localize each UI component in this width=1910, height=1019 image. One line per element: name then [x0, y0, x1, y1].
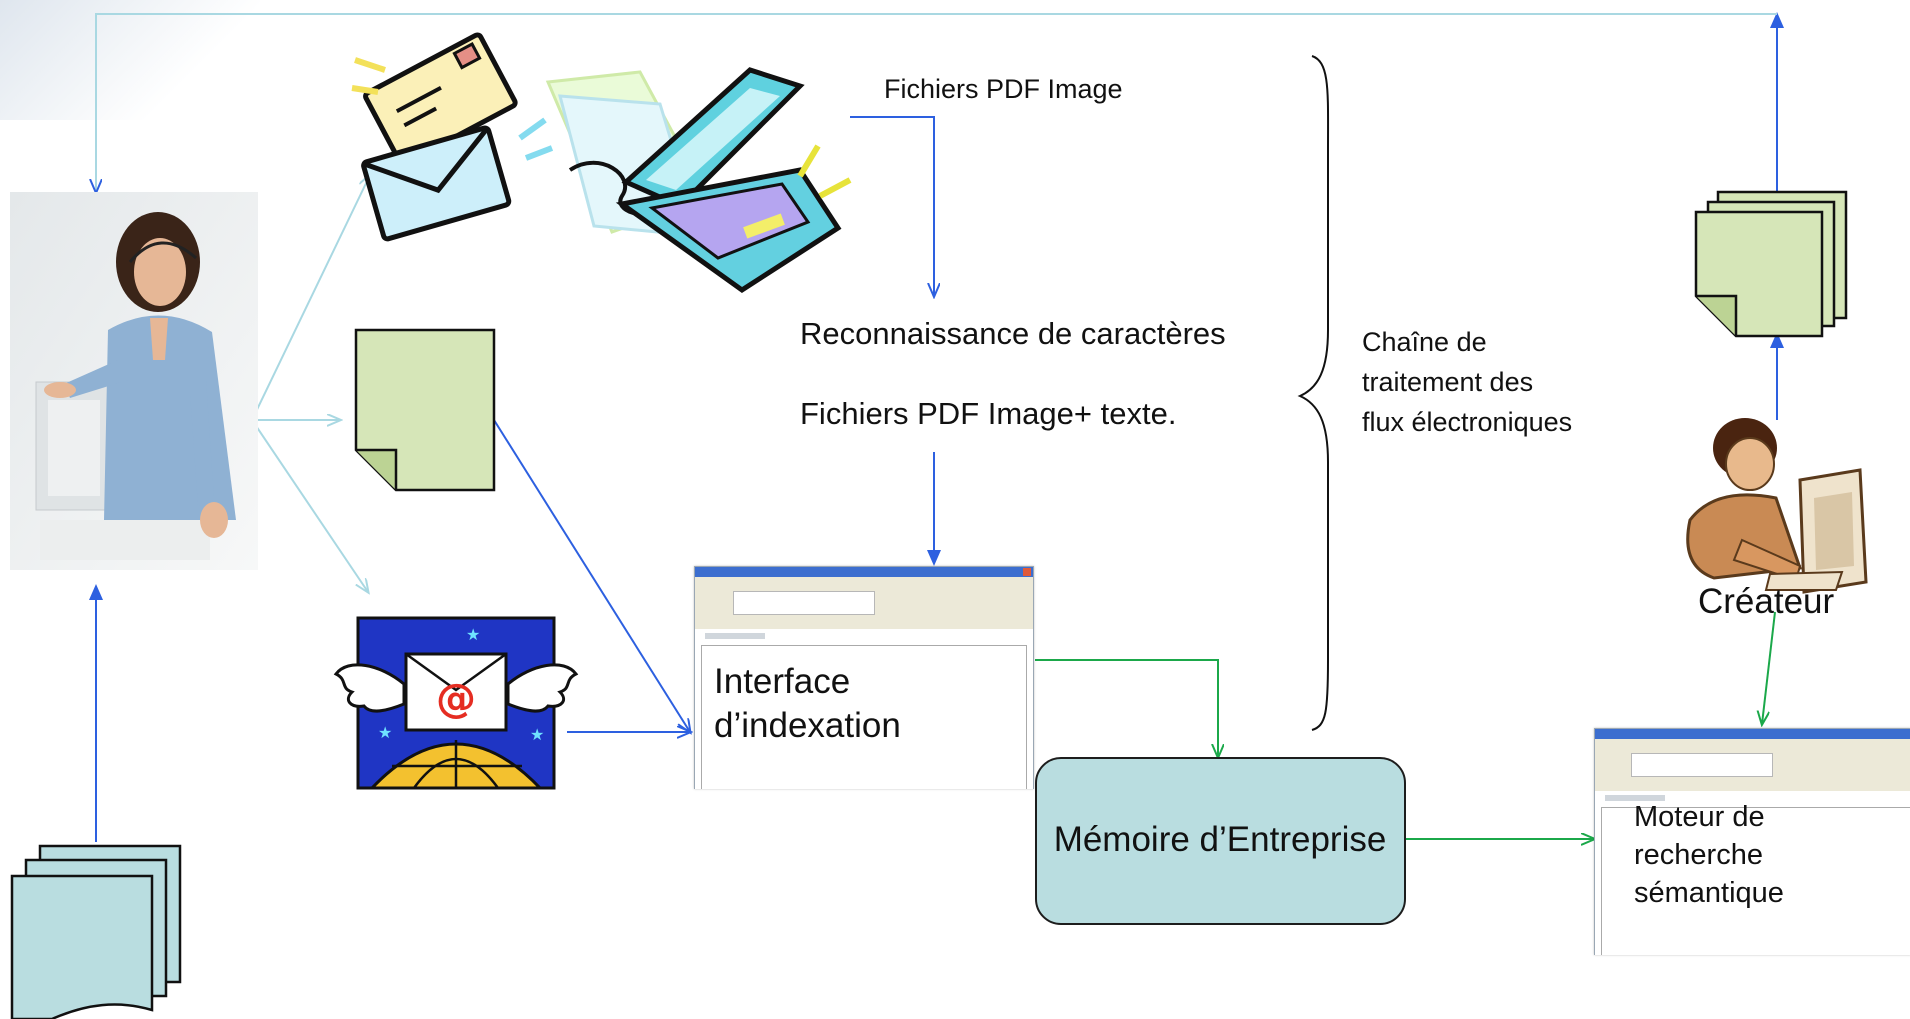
corner-shading [0, 0, 260, 120]
window-titlebar [1595, 729, 1910, 739]
window-field[interactable] [733, 591, 875, 615]
svg-text:★: ★ [530, 725, 544, 744]
window-toolbar-icons [705, 633, 765, 639]
window-titlebar [695, 567, 1033, 577]
arrow-document-to-interface [493, 419, 690, 732]
pdf-image-label: Fichiers PDF Image [884, 74, 1123, 104]
arrow-person-to-email [251, 419, 368, 592]
search-engine-label: Moteur de recherche sémantique [1634, 801, 1784, 909]
arrow-creator-to-search [1762, 611, 1776, 724]
arrow-scanner-to-ocr [850, 116, 934, 296]
svg-text:@: @ [436, 676, 476, 722]
window-body [701, 645, 1027, 789]
pdf-text-label: Fichiers PDF Image+ texte. [800, 396, 1177, 431]
window-toolbar [1595, 739, 1910, 791]
processing-chain-brace [1297, 55, 1330, 731]
arrow-person-to-mail [251, 175, 370, 421]
interface-label: Interface d’indexation [714, 662, 901, 745]
window-body [1601, 807, 1910, 955]
ocr-label: Reconnaissance de caractères [800, 316, 1226, 351]
processing-chain-label: Chaîne de traitement des flux électroniq… [1362, 327, 1573, 437]
close-icon[interactable] [1023, 568, 1031, 576]
search-engine-window [1594, 728, 1910, 955]
window-toolbar [695, 577, 1033, 629]
enterprise-memory-box [1035, 757, 1406, 925]
svg-text:★: ★ [378, 723, 392, 742]
arrow-interface-to-memory [1035, 659, 1218, 757]
creator-label: Créateur [1698, 582, 1835, 621]
enterprise-memory-label: Mémoire d’Entreprise [1053, 820, 1387, 859]
svg-text:★: ★ [466, 625, 480, 644]
indexing-interface-window [694, 566, 1034, 789]
window-field[interactable] [1631, 753, 1773, 777]
arrow-top-to-person [96, 13, 1777, 192]
window-toolbar-icons [1605, 795, 1665, 801]
